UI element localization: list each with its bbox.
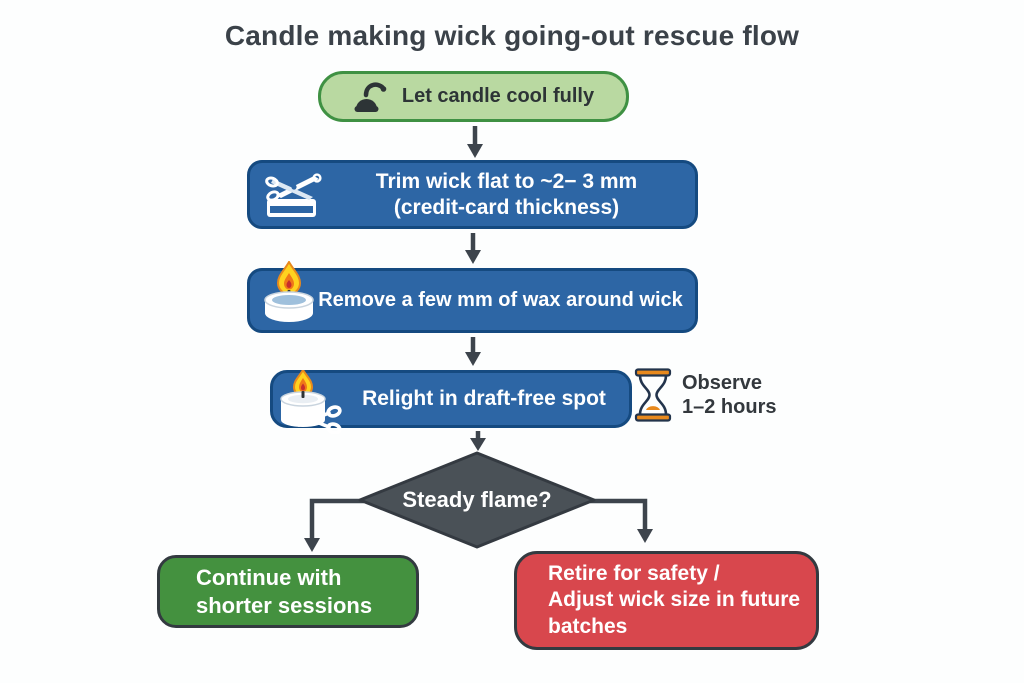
decision-label: Steady flame?: [402, 487, 552, 512]
observe-annotation: Observe 1–2 hours: [633, 368, 776, 422]
node-label: Relight in draft-free spot: [362, 387, 606, 410]
arrowhead-relight-to-decision: [470, 438, 486, 451]
observe-line1: Observe: [682, 372, 763, 394]
node-remove-wax: Remove a few mm of wax around wick: [247, 260, 698, 333]
observe-line2: 1–2 hours: [682, 396, 777, 418]
outcome-line: Retire for safety /: [548, 562, 720, 586]
node-retire-for-safety: Retire for safety / Adjust wick size in …: [514, 551, 819, 650]
arrowhead-trim-to-remove: [465, 250, 481, 264]
node-label: Let candle cool fully: [401, 85, 595, 107]
arrowhead-cool-to-trim: [467, 144, 483, 158]
node-label: Remove a few mm of wax around wick: [318, 289, 683, 312]
tealight-flame-icon: [262, 260, 316, 325]
node-label: Trim wick flat to ~2− 3 mm (credit-card …: [328, 169, 695, 220]
page-title: Candle making wick going-out rescue flow: [224, 20, 800, 51]
outcome-line: batches: [548, 614, 628, 638]
node-relight: Relight in draft-free spot: [270, 368, 632, 435]
node-let-candle-cool: Let candle cool fully: [318, 71, 629, 122]
outcome-line: shorter sessions: [196, 592, 373, 618]
arrowhead-remove-to-relight: [465, 352, 481, 366]
branch-line-left: [309, 498, 364, 540]
outcome-line: Continue with: [196, 565, 342, 590]
branch-line-right: [590, 498, 648, 531]
node-trim-wick: Trim wick flat to ~2− 3 mm (credit-card …: [247, 160, 698, 229]
candle-scissors-icon: [273, 368, 345, 440]
snuffer-icon: [354, 81, 387, 112]
node-label-line2: (credit-card thickness): [393, 195, 620, 219]
observe-label: Observe 1–2 hours: [682, 371, 776, 419]
arrowhead-branch-right: [637, 529, 653, 543]
outcome-line: Adjust wick size in future: [548, 588, 801, 612]
node-continue-sessions: Continue with shorter sessions: [157, 555, 419, 628]
node-label-line1: Trim wick flat to ~2− 3 mm: [375, 169, 638, 193]
arrowhead-branch-left: [304, 538, 320, 552]
wick-trimmer-icon: [264, 169, 328, 221]
hourglass-icon: [634, 368, 672, 422]
